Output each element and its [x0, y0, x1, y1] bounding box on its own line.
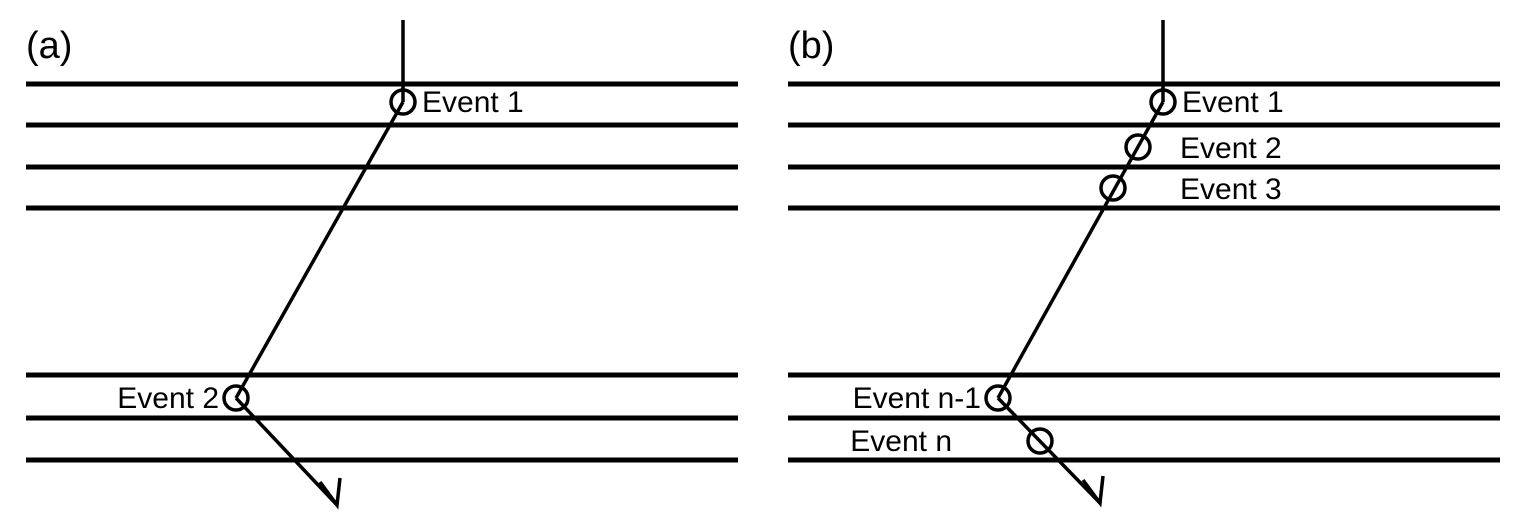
event-marker-group: Event n	[850, 425, 1054, 458]
event-circle-icon	[1124, 133, 1152, 161]
panel-a: (a) Event 1	[26, 20, 738, 510]
event-label: Event 3	[1180, 173, 1282, 206]
event-circle-icon	[222, 384, 250, 412]
event-marker-group: Event 3	[1099, 173, 1282, 206]
panel-a-ray	[234, 20, 405, 510]
panel-b-label: (b)	[788, 25, 834, 67]
event-marker-group: Event 2	[1124, 132, 1282, 165]
panel-b-ray	[996, 20, 1165, 508]
event-label: Event n-1	[853, 382, 981, 415]
ray-segment-downgoing	[234, 396, 339, 507]
event-label: Event n	[850, 425, 952, 458]
panel-b-interfaces	[788, 81, 1500, 463]
event-marker-group: Event n-1	[853, 382, 1012, 415]
event-circle-icon	[1149, 88, 1177, 116]
event-marker-group: Event 2	[117, 382, 250, 415]
ray-segment-upgoing	[234, 101, 405, 399]
panel-a-interfaces	[26, 81, 738, 463]
ray-arrowhead	[318, 477, 342, 510]
event-circle-icon	[1099, 174, 1127, 202]
event-label: Event 2	[1180, 132, 1282, 165]
panel-a-events: Event 1 Event 2	[117, 86, 523, 415]
event-label: Event 1	[1182, 86, 1284, 119]
panel-a-label: (a)	[26, 25, 72, 67]
event-label: Event 2	[117, 382, 219, 415]
panel-b: (b) Event 1	[788, 20, 1500, 508]
event-circle-icon	[984, 384, 1012, 412]
event-circle-icon	[1026, 427, 1054, 455]
ray-arrowhead	[1081, 475, 1105, 508]
event-marker-group: Event 1	[389, 86, 524, 119]
event-label: Event 1	[422, 86, 524, 119]
event-circle-icon	[389, 88, 417, 116]
event-marker-group: Event 1	[1149, 86, 1284, 119]
ray-segment-upgoing	[996, 101, 1165, 399]
panel-b-events: Event 1 Event 2 Event 3 Event n-1 Event …	[850, 86, 1283, 458]
